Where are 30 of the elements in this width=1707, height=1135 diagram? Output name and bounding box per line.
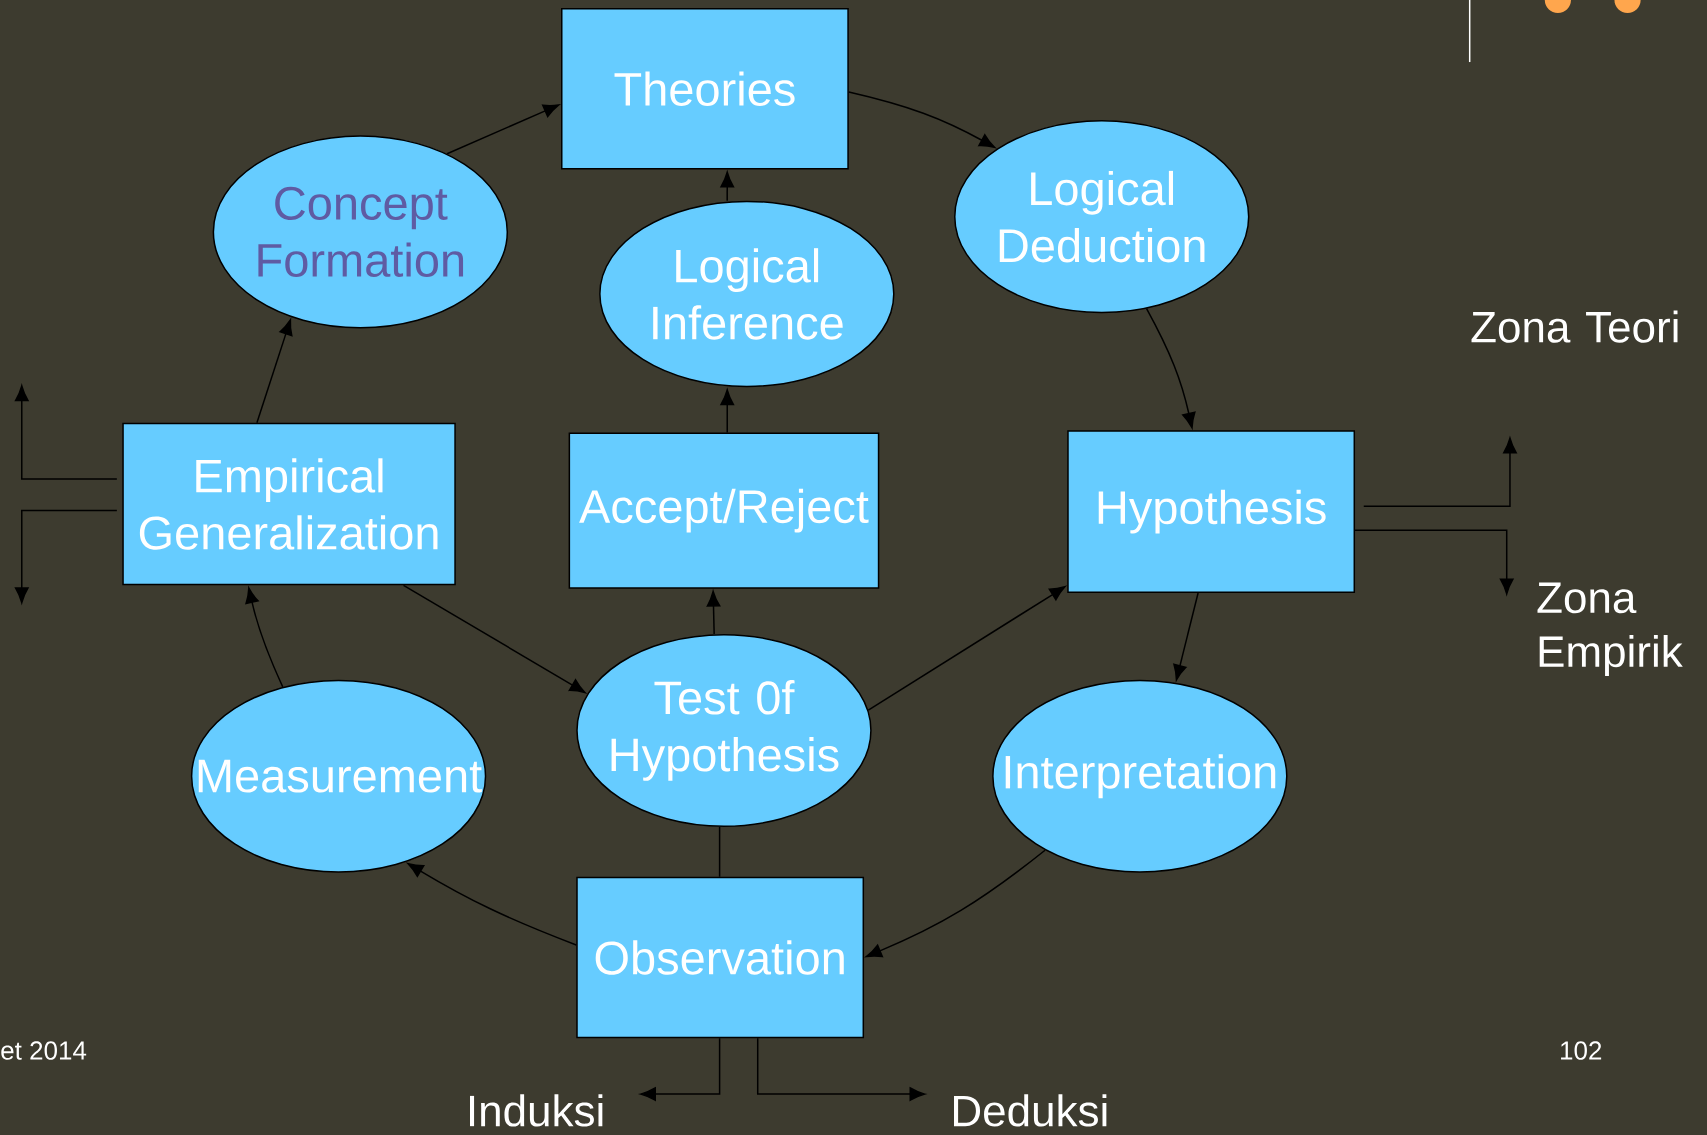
arrow [720, 389, 735, 434]
arrow [706, 590, 721, 635]
process-box: Hypothesis [1067, 430, 1356, 593]
process-box: Theories [561, 7, 849, 170]
arrow [1354, 529, 1514, 595]
process-box: Observation [576, 876, 865, 1039]
zone-label: Zona Teori [1471, 310, 1678, 343]
arrow [245, 587, 284, 688]
process-box: Accept/Reject [568, 432, 880, 589]
process-box: Empirical Generalization [122, 422, 456, 586]
arrow [14, 509, 118, 604]
zone-label: Induksi [469, 1094, 603, 1127]
arrow [756, 1037, 926, 1101]
arrow [1145, 307, 1196, 429]
zone-label: Deduksi [954, 1094, 1107, 1127]
arrow [848, 91, 996, 148]
arrow [14, 385, 118, 480]
arrow [256, 319, 293, 424]
arrow [402, 584, 586, 694]
footer-text: 102 [1561, 1041, 1602, 1060]
arrow [720, 171, 735, 202]
zone-label: Zona Empirik [1537, 582, 1683, 676]
arrow [407, 862, 577, 946]
arrow [446, 104, 560, 155]
arrow [1363, 437, 1517, 507]
arrow [1173, 592, 1199, 681]
arrow [640, 1037, 721, 1101]
arrow [867, 586, 1066, 711]
footer-text: et 2014 [1, 1041, 87, 1060]
arrow [865, 849, 1046, 958]
